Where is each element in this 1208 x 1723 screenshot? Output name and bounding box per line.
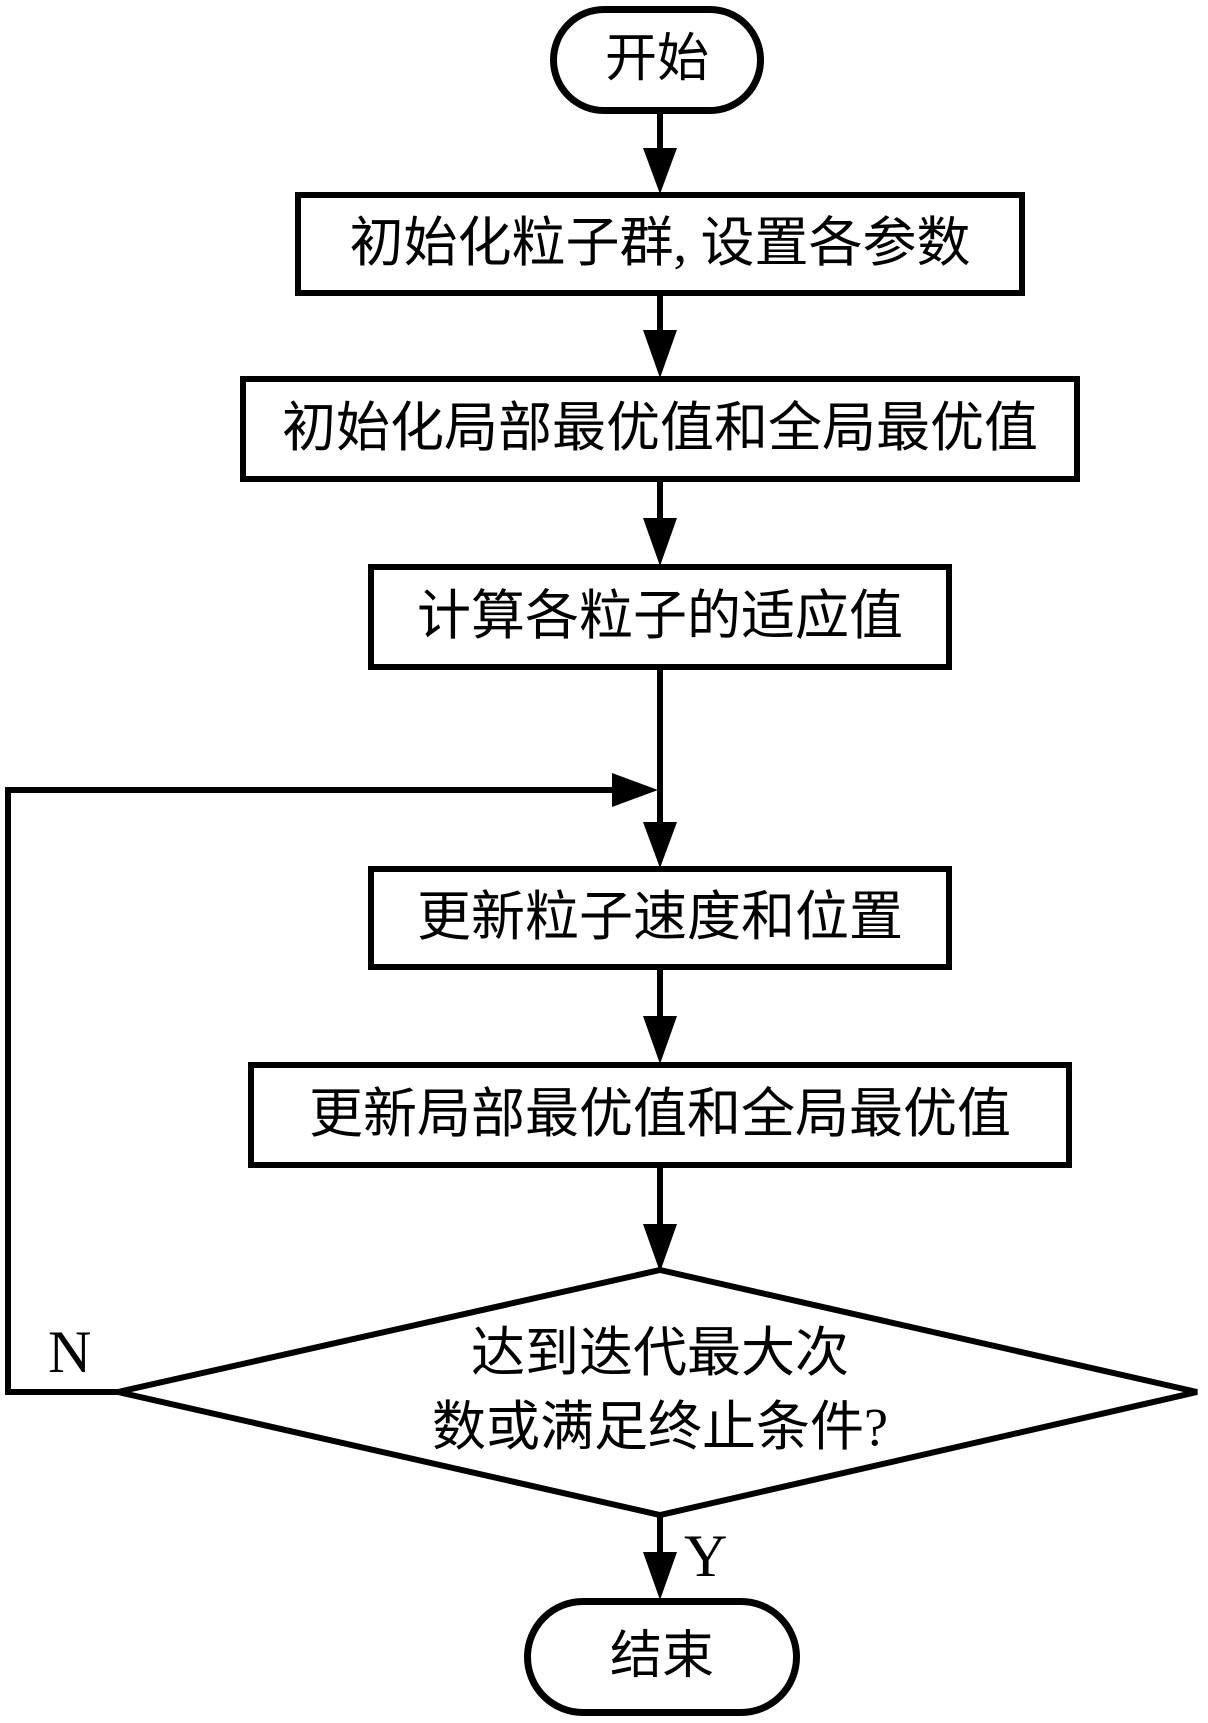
- terminator-end-label: 结束: [609, 1628, 714, 1686]
- decision-terminate-label: 达到迭代最大次 数或满足终止条件?: [310, 1316, 1010, 1464]
- process-update-best-label: 更新局部最优值和全局最优值: [309, 1084, 1011, 1145]
- terminator-end: 结束: [524, 1598, 800, 1716]
- process-calc-fitness-label: 计算各粒子的适应值: [417, 586, 903, 647]
- process-update-velocity-position-label: 更新粒子速度和位置: [417, 887, 903, 948]
- process-update-best: 更新局部最优值和全局最优值: [248, 1062, 1072, 1168]
- arrowhead-calc-fitness-to-update-velocity: [643, 822, 677, 868]
- decision-terminate-label-line2: 数或满足终止条件?: [432, 1397, 888, 1457]
- arrowhead-update-velocity-to-update-best: [643, 1016, 677, 1064]
- arrowhead-start-to-init-swarm: [643, 148, 677, 194]
- edge-label-yes: Y: [684, 1523, 728, 1589]
- arrowhead-init-best-to-calc-fitness: [643, 518, 677, 566]
- process-init-best-label: 初始化局部最优值和全局最优值: [282, 398, 1038, 459]
- edge-label-no: N: [48, 1319, 92, 1385]
- loopback-no-path: [5, 787, 614, 1395]
- decision-terminate-label-line1: 达到迭代最大次: [471, 1323, 849, 1383]
- process-init-swarm-label: 初始化粒子群, 设置各参数: [349, 213, 971, 274]
- process-update-velocity-position: 更新粒子速度和位置: [368, 866, 952, 970]
- process-init-swarm: 初始化粒子群, 设置各参数: [295, 192, 1025, 296]
- arrowhead-update-best-to-decision: [643, 1224, 677, 1272]
- process-calc-fitness: 计算各粒子的适应值: [368, 564, 952, 670]
- arrowhead-loopback-no: [612, 773, 658, 807]
- terminator-start-label: 开始: [604, 31, 709, 89]
- arrowhead-decision-to-end: [643, 1552, 677, 1600]
- arrowhead-init-swarm-to-init-best: [643, 330, 677, 378]
- process-init-best: 初始化局部最优值和全局最优值: [240, 376, 1080, 482]
- terminator-start: 开始: [550, 6, 764, 114]
